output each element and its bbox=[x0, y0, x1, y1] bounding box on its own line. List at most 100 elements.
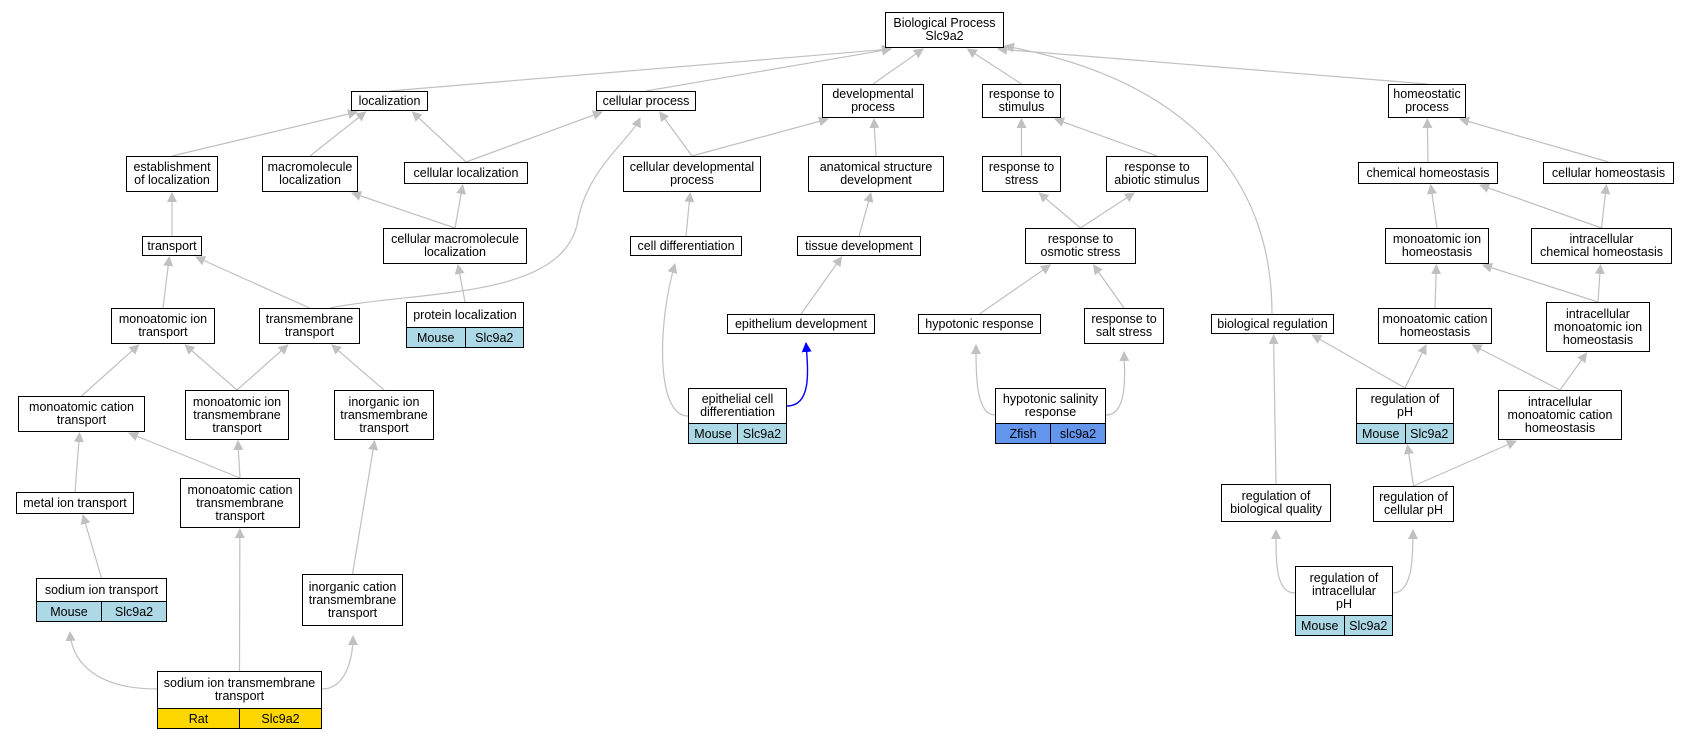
go-term-label: monoatomic cation transport bbox=[29, 400, 134, 427]
edge-mitt-to-tmt bbox=[236, 344, 289, 391]
edge-mct-to-mit bbox=[81, 344, 140, 397]
edge-cl-to-cp bbox=[465, 110, 603, 163]
go-term-node-rbq[interactable]: regulation of biological quality bbox=[1221, 484, 1331, 522]
go-term-node-cd[interactable]: cell differentiation bbox=[630, 236, 742, 256]
go-term-node-loc[interactable]: localization bbox=[351, 91, 428, 111]
edge-cml-to-cl bbox=[454, 184, 467, 229]
go-term-node-iitt[interactable]: inorganic ion transmembrane transport bbox=[334, 390, 434, 440]
go-term-node-bp[interactable]: Biological Process Slc9a2 bbox=[885, 12, 1004, 48]
go-term-node-ictt[interactable]: inorganic cation transmembrane transport bbox=[302, 574, 403, 626]
edge-ich-to-ch bbox=[1479, 183, 1602, 229]
go-term-node-mitt[interactable]: monoatomic ion transmembrane transport bbox=[185, 390, 289, 440]
go-term-node-ros[interactable]: response to osmotic stress bbox=[1025, 228, 1136, 264]
go-term-label: cellular developmental process bbox=[629, 160, 755, 187]
go-term-label: biological regulation bbox=[1217, 316, 1328, 331]
edge-eol-to-loc bbox=[171, 109, 358, 157]
go-term-node-mch[interactable]: monoatomic cation homeostasis bbox=[1378, 308, 1492, 344]
go-term-node-mctt[interactable]: monoatomic cation transmembrane transpor… bbox=[180, 478, 300, 528]
edge-ceh-to-hp bbox=[1459, 116, 1609, 163]
edge-ictt-to-iitt bbox=[351, 440, 379, 575]
go-term-node-br[interactable]: biological regulation bbox=[1211, 314, 1334, 334]
edge-br-to-bp bbox=[1004, 42, 1273, 315]
go-term-node-rss[interactable]: response to salt stress bbox=[1084, 308, 1164, 344]
go-term-node-rcph[interactable]: regulation of cellular pH bbox=[1373, 486, 1454, 522]
edge-mih-to-ch bbox=[1427, 184, 1438, 229]
species-cell: Mouse bbox=[1300, 618, 1339, 633]
gene-cell: slc9a2 bbox=[1050, 424, 1105, 443]
go-term-label: anatomical structure development bbox=[819, 160, 933, 187]
go-term-node-ch[interactable]: chemical homeostasis bbox=[1358, 162, 1498, 184]
edge-cml-to-ml bbox=[351, 191, 456, 229]
edge-iitt-to-tmt bbox=[331, 344, 385, 391]
go-term-label: intracellular monoatomic cation homeosta… bbox=[1507, 394, 1613, 435]
go-term-label: intracellular chemical homeostasis bbox=[1540, 232, 1663, 259]
go-term-label: intracellular monoatomic ion homeostasis bbox=[1553, 306, 1643, 347]
go-term-node-rts[interactable]: response to stimulus bbox=[982, 84, 1061, 118]
go-term-node-mit[interactable]: monoatomic ion transport bbox=[111, 308, 215, 344]
go-term-node-tmt[interactable]: transmembrane transport bbox=[259, 308, 360, 344]
go-term-node-td[interactable]: tissue development bbox=[797, 236, 921, 256]
go-term-node-eol[interactable]: establishment of localization bbox=[126, 156, 218, 192]
go-term-node-cdp[interactable]: cellular developmental process bbox=[623, 156, 761, 192]
go-term-label: response to salt stress bbox=[1091, 312, 1157, 339]
go-term-label: developmental process bbox=[832, 87, 914, 114]
go-term-node-ich[interactable]: intracellular chemical homeostasis bbox=[1531, 228, 1672, 264]
gene-cell: Slc9a2 bbox=[1404, 424, 1454, 443]
go-term-node-mtt[interactable]: metal ion transport bbox=[16, 492, 134, 514]
go-term-label: hypotonic response bbox=[925, 316, 1034, 331]
go-term-node-ceh[interactable]: cellular homeostasis bbox=[1543, 162, 1674, 184]
edge-ch-to-hp bbox=[1422, 118, 1433, 163]
go-term-node-imch[interactable]: intracellular monoatomic cation homeosta… bbox=[1498, 390, 1622, 440]
go-term-node-ml[interactable]: macromolecule localization bbox=[262, 156, 358, 192]
go-term-node-ras[interactable]: response to abiotic stimulus bbox=[1106, 156, 1208, 192]
edge-asd-to-dp bbox=[869, 118, 880, 157]
go-term-label: macromolecule localization bbox=[267, 160, 353, 187]
go-term-node-mih[interactable]: monoatomic ion homeostasis bbox=[1385, 228, 1489, 264]
go-term-node-hp[interactable]: homeostatic process bbox=[1388, 84, 1466, 118]
go-term-label: cellular homeostasis bbox=[1551, 165, 1666, 180]
edge-riph-to-rcph bbox=[1392, 529, 1418, 594]
go-term-node-tr[interactable]: transport bbox=[142, 236, 202, 256]
go-term-label: monoatomic ion transport bbox=[118, 312, 208, 339]
edge-td-to-asd bbox=[858, 192, 874, 237]
go-term-node-dp[interactable]: developmental process bbox=[822, 84, 924, 118]
go-term-node-rstr[interactable]: response to stress bbox=[982, 156, 1061, 192]
go-term-node-cl[interactable]: cellular localization bbox=[404, 162, 528, 184]
go-term-node-hr[interactable]: hypotonic response bbox=[918, 314, 1041, 334]
go-term-label: response to abiotic stimulus bbox=[1114, 160, 1200, 187]
go-term-label: localization bbox=[358, 93, 421, 108]
edge-mit-to-tr bbox=[162, 256, 174, 309]
gene-cell: Slc9a2 bbox=[101, 602, 166, 621]
edge-tmt-to-cp bbox=[329, 117, 641, 309]
go-term-label: inorganic cation transmembrane transport bbox=[308, 579, 397, 620]
go-term-label: monoatomic cation homeostasis bbox=[1382, 312, 1488, 339]
go-term-label: response to osmotic stress bbox=[1040, 232, 1121, 259]
go-term-node-mct[interactable]: monoatomic cation transport bbox=[18, 396, 145, 432]
go-term-node-cml[interactable]: cellular macromolecule localization bbox=[383, 228, 527, 264]
go-term-node-asd[interactable]: anatomical structure development bbox=[808, 156, 944, 192]
go-term-label: transport bbox=[147, 238, 197, 253]
go-term-label: chemical homeostasis bbox=[1366, 165, 1490, 180]
go-term-label: cellular process bbox=[602, 93, 690, 108]
edge-sitt-to-ictt bbox=[321, 635, 358, 690]
go-term-label: regulation of intracellular pH bbox=[1309, 570, 1379, 611]
go-term-node-imih[interactable]: intracellular monoatomic ion homeostasis bbox=[1546, 302, 1650, 352]
go-term-label: response to stress bbox=[988, 160, 1055, 187]
go-term-node-ed[interactable]: epithelium development bbox=[727, 314, 875, 334]
go-term-node-cp[interactable]: cellular process bbox=[596, 91, 696, 111]
edge-ecd-to-ed bbox=[786, 342, 812, 407]
edge-ecd-to-cd bbox=[661, 263, 689, 417]
edge-tmt-to-tr bbox=[195, 256, 310, 309]
